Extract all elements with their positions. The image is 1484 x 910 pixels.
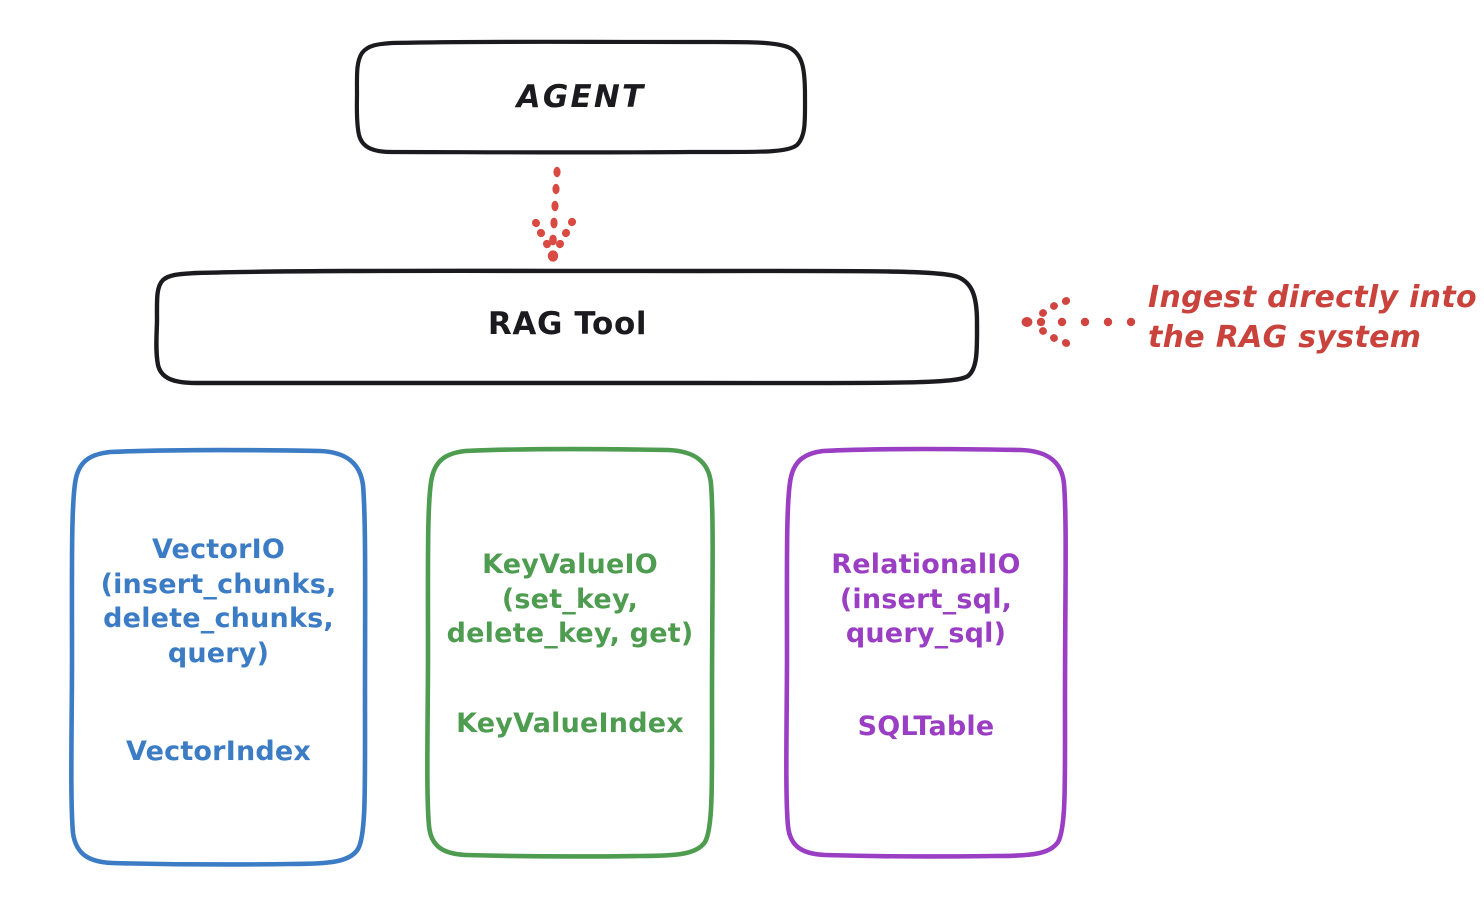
vector-io-node[interactable] xyxy=(69,447,368,867)
vector-io-ops-label: VectorIO (insert_chunks, delete_chunks, … xyxy=(100,534,337,669)
rag-tool-box-outline xyxy=(154,268,980,386)
agent-to-ragtool-arrow xyxy=(531,166,577,262)
ingest-annotation-text: Ingest directly into the RAG system xyxy=(1148,280,1477,355)
sql-table-label: SQLTable xyxy=(857,711,995,742)
agent-box-outline xyxy=(354,39,808,155)
agent-node[interactable] xyxy=(354,39,808,155)
key-value-io-ops-label: KeyValueIO (set_key, delete_key, get) xyxy=(446,549,694,650)
vector-io-box-outline xyxy=(69,447,368,867)
key-value-io-box-outline xyxy=(425,446,715,859)
vector-index-label: VectorIndex xyxy=(125,736,312,767)
relational-io-box-outline xyxy=(784,446,1068,859)
rag-tool-label: RAG Tool xyxy=(487,306,648,342)
relational-io-ops-label: RelationalIO (insert_sql, query_sql) xyxy=(831,549,1021,650)
relational-io-node[interactable] xyxy=(784,446,1068,859)
agent-label: AGENT xyxy=(516,79,646,115)
rag-tool-node[interactable] xyxy=(154,268,980,386)
key-value-io-node[interactable] xyxy=(425,446,715,859)
key-value-index-label: KeyValueIndex xyxy=(456,708,684,739)
ingest-note-arrow xyxy=(1021,297,1136,347)
